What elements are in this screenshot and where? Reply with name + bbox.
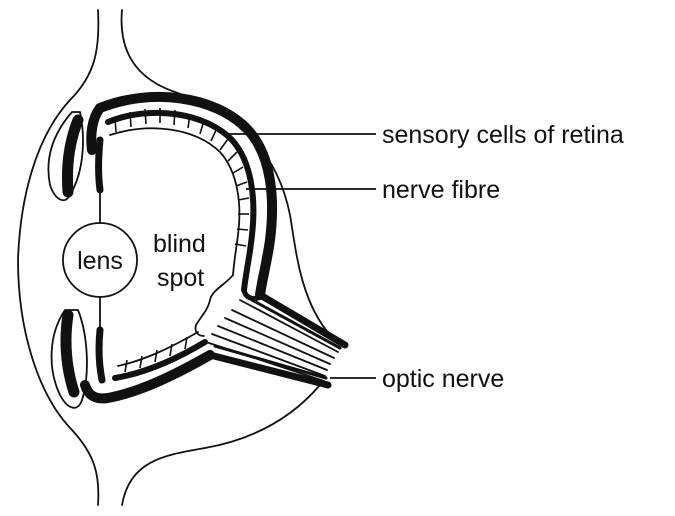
ciliary-lower [99,330,102,380]
label-optic-nerve: optic nerve [382,365,504,393]
skin-outline-lower-right [122,385,320,505]
ciliary-upper [99,140,101,190]
label-lens: lens [77,247,123,275]
label-blind: blind [153,230,206,258]
iris-lower [66,315,74,392]
label-sensory-cells: sensory cells of retina [382,121,624,149]
label-spot: spot [157,264,204,292]
label-nerve-fibre: nerve fibre [382,176,500,204]
optic-nerve-bundle [206,296,345,385]
skin-outline-right [122,10,330,335]
